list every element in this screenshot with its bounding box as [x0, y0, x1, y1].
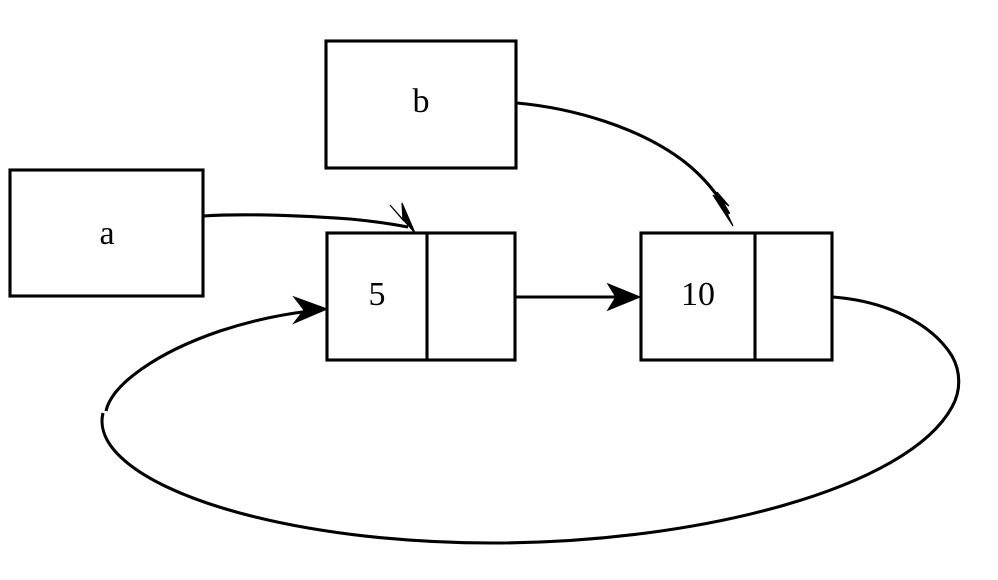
- arrowhead-icon: [389, 202, 416, 234]
- node-box[interactable]: [324, 39, 518, 170]
- arrowhead-icon: [712, 191, 734, 227]
- node-a[interactable]: a: [8, 168, 205, 298]
- edge-line: [516, 101, 731, 215]
- edge-a-to-n5: [202, 202, 416, 234]
- edge-n5-to-n10: [516, 282, 642, 312]
- edges-layer: [100, 101, 961, 545]
- arrowhead-icon: [292, 295, 329, 325]
- node-box[interactable]: [325, 231, 517, 362]
- node-label: 10: [681, 276, 715, 313]
- nodes-layer: a b 5 10: [8, 39, 834, 362]
- edge-line: [202, 213, 409, 229]
- node-label: b: [413, 83, 430, 120]
- node-box[interactable]: [639, 231, 834, 362]
- node-label: a: [99, 215, 114, 252]
- node-n10[interactable]: 10: [639, 231, 834, 362]
- node-b[interactable]: b: [324, 39, 518, 170]
- edge-line: [100, 295, 961, 545]
- edge-n10-to-n5-loop: [100, 295, 961, 545]
- edge-line-tail: [104, 309, 311, 412]
- node-box[interactable]: [8, 168, 205, 298]
- edge-b-to-n10: [516, 101, 734, 227]
- node-n5[interactable]: 5: [325, 231, 517, 362]
- arrowhead-icon: [606, 282, 642, 312]
- node-label: 5: [369, 276, 386, 313]
